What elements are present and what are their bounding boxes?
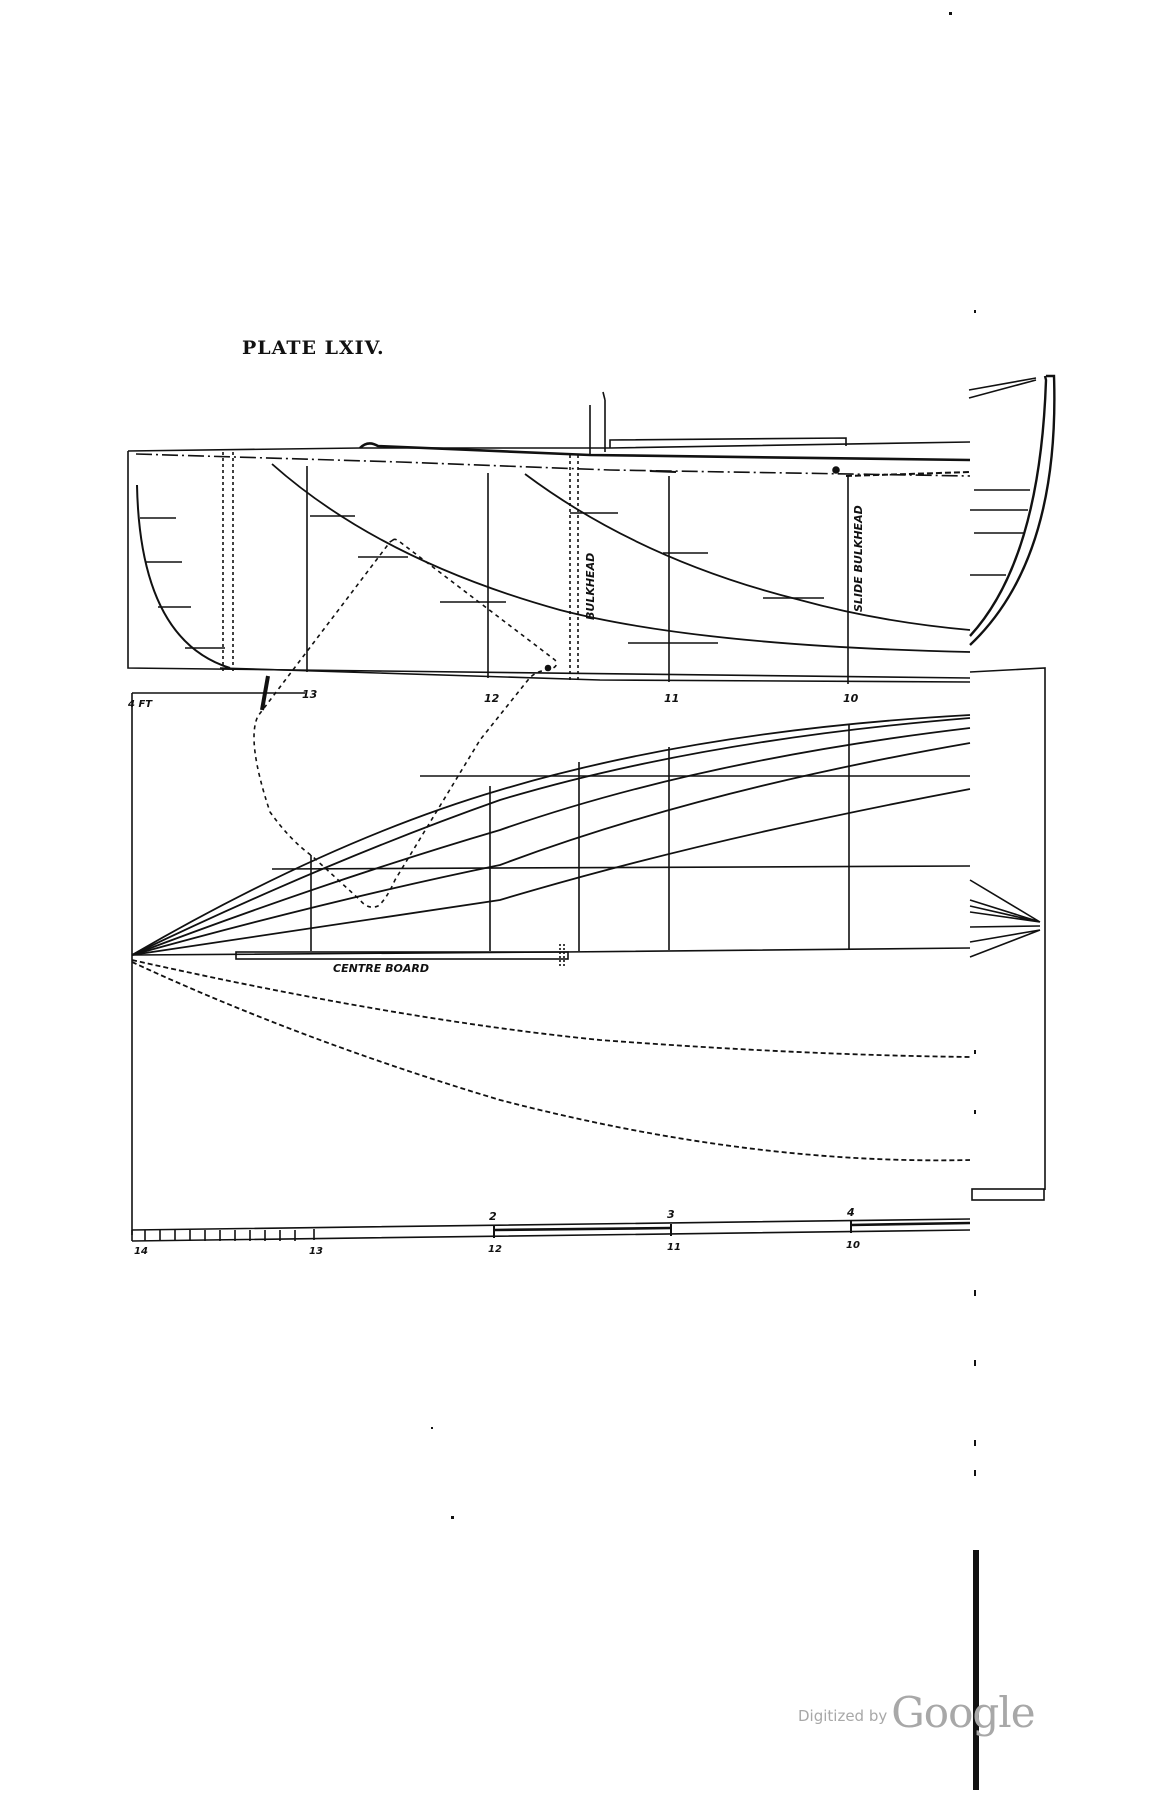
binding-dot	[974, 1470, 976, 1476]
slide-bulkhead-label: SLIDE BULKHEAD	[852, 505, 865, 612]
mast-step	[589, 391, 606, 455]
watermark-brand: Google	[891, 1688, 1035, 1737]
waterline-2	[131, 717, 971, 956]
centreboard-outline	[253, 538, 558, 908]
body-plan-section	[968, 374, 1056, 1201]
dashed-deck-line-2	[131, 961, 971, 1162]
speck	[949, 12, 952, 15]
scale-bar: 2 3 4 14 13 12 11 10	[131, 1206, 971, 1257]
waterline-ticks	[310, 512, 824, 644]
binding-dot	[974, 1290, 976, 1296]
scale-mark-label: 4 FT	[127, 699, 153, 710]
section-outer	[969, 374, 1056, 646]
binding-shadow	[973, 1550, 979, 1790]
waterline-5	[131, 788, 971, 956]
scale-lower-12: 12	[488, 1244, 502, 1255]
binding-dot	[974, 1360, 976, 1366]
waterline-1	[131, 714, 971, 956]
stern-fan	[969, 879, 1041, 958]
station-label-10: 10	[843, 692, 859, 705]
binding-dot	[974, 310, 976, 313]
section-top	[968, 377, 1037, 399]
station-label-12: 12	[484, 692, 500, 705]
section-base	[969, 667, 1046, 690]
scale-lower-14: 14	[134, 1246, 148, 1257]
scale-upper-2: 2	[489, 1210, 497, 1223]
station-label-11: 11	[664, 692, 679, 705]
waterline-3	[131, 727, 971, 956]
bulkhead-line	[569, 455, 579, 683]
google-watermark: Digitized byGoogle	[798, 1688, 1036, 1737]
transom-curve	[136, 484, 231, 669]
deck-line	[127, 441, 971, 452]
deck-fitting-dot	[832, 466, 840, 474]
scale-upper-4: 4	[846, 1206, 855, 1219]
dashed-deck-line-1	[131, 959, 971, 1058]
scale-lower-10: 10	[846, 1240, 860, 1251]
scale-filled-segments	[493, 1221, 971, 1232]
binding-dot	[974, 1110, 976, 1114]
station-label-13: 13	[302, 688, 318, 701]
scale-upper-3: 3	[667, 1208, 675, 1221]
scale-subdivisions	[131, 1229, 315, 1241]
scale-lower-13: 13	[309, 1246, 323, 1257]
deck-fitting	[649, 470, 677, 473]
transom-waterline-ticks	[140, 517, 225, 649]
binding-edge	[431, 12, 979, 1790]
centreboard-pivot	[544, 664, 552, 672]
binding-dot	[974, 1050, 976, 1054]
speck	[451, 1516, 454, 1519]
profile-frame	[127, 451, 971, 679]
centreboard-label: CENTRE BOARD	[333, 962, 429, 975]
keel-line	[219, 667, 971, 683]
scale-segment-right	[971, 1188, 1045, 1201]
bulkhead-label: BULKHEAD	[584, 553, 597, 620]
sheer-line	[135, 453, 971, 477]
scale-major-ticks	[493, 1221, 852, 1238]
plate-title: PLATE LXIV.	[242, 337, 385, 359]
cabin-top	[609, 437, 847, 448]
scale-lower-11: 11	[667, 1242, 681, 1253]
coaming-line	[359, 442, 971, 462]
buttock-1	[271, 463, 971, 653]
deck-detail	[845, 471, 971, 477]
watermark-prefix: Digitized by	[798, 1707, 888, 1725]
centreboard-rect	[235, 951, 569, 960]
scale-rails	[131, 1218, 971, 1242]
speck	[431, 1427, 433, 1429]
section-inner	[969, 375, 1048, 637]
sheer-plan: 13 12 11 10 BULKHEAD SLIDE BULKHEAD	[127, 391, 971, 908]
buttock-2	[524, 473, 971, 631]
waterline-4	[131, 742, 971, 956]
section-ticks	[970, 489, 1030, 576]
diagonal-1	[271, 865, 971, 870]
centreboard-pin	[559, 944, 565, 966]
binding-dot	[974, 1440, 976, 1446]
stern-bulkhead	[222, 452, 234, 672]
half-breadth-plan: CENTRE BOARD 4 FT	[127, 692, 971, 1235]
